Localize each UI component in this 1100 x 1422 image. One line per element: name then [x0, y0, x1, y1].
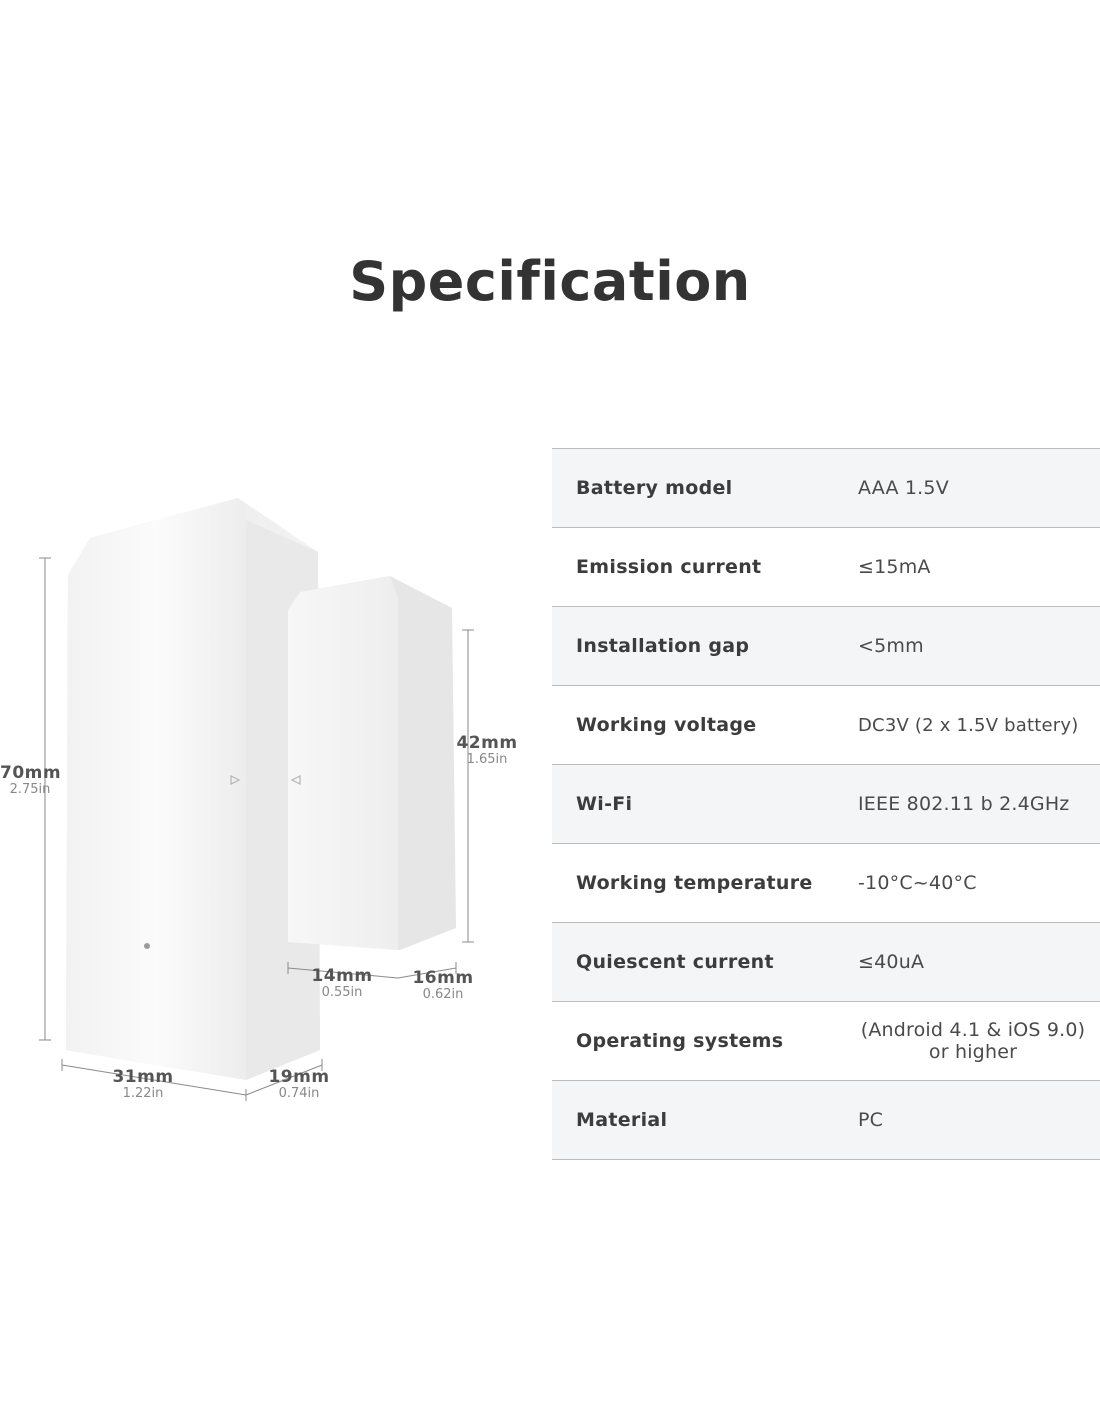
- main-sensor-unit: [66, 498, 320, 1080]
- page-title: Specification: [349, 250, 751, 313]
- spec-row-material: Material PC: [552, 1081, 1100, 1160]
- spec-value: PC: [858, 1109, 884, 1131]
- spec-row-wifi: Wi-Fi IEEE 802.11 b 2.4GHz: [552, 765, 1100, 844]
- spec-row-installation-gap: Installation gap <5mm: [552, 607, 1100, 686]
- spec-label: Operating systems: [576, 1030, 784, 1052]
- spec-row-quiescent-current: Quiescent current ≤40uA: [552, 923, 1100, 1002]
- spec-value: -10°C~40°C: [858, 872, 977, 894]
- dimension-height-magnet: 42mm 1.65in: [452, 733, 522, 767]
- dimension-in: 0.74in: [278, 1085, 320, 1101]
- dimension-in: 0.62in: [422, 986, 464, 1002]
- dimension-mm: 31mm: [112, 1067, 174, 1087]
- magnet-unit: [288, 576, 456, 950]
- spec-label: Emission current: [576, 556, 762, 578]
- dimension-in: 2.75in: [9, 781, 51, 797]
- dimension-mm: 42mm: [456, 733, 518, 753]
- spec-row-emission-current: Emission current ≤15mA: [552, 528, 1100, 607]
- spec-label: Working voltage: [576, 714, 757, 736]
- spec-value: <5mm: [858, 635, 924, 657]
- dimension-lines: [39, 557, 474, 1101]
- spec-value: AAA 1.5V: [858, 477, 949, 499]
- spec-row-battery-model: Battery model AAA 1.5V: [552, 449, 1100, 528]
- spec-label: Installation gap: [576, 635, 750, 657]
- dimension-in: 0.55in: [321, 984, 363, 1000]
- dimension-height-main: 70mm 2.75in: [0, 763, 62, 797]
- spec-value: ≤40uA: [858, 951, 925, 973]
- dimension-width-main: 31mm 1.22in: [108, 1067, 178, 1101]
- spec-row-working-temperature: Working temperature -10°C~40°C: [552, 844, 1100, 923]
- dimension-depth-main: 19mm 0.74in: [264, 1067, 334, 1101]
- dimension-mm: 19mm: [268, 1067, 330, 1087]
- dimension-in: 1.22in: [122, 1085, 164, 1101]
- dimension-depth-magnet: 16mm 0.62in: [408, 968, 478, 1002]
- spec-value: (Android 4.1 & iOS 9.0) or higher: [852, 1002, 1094, 1080]
- spec-value: DC3V (2 x 1.5V battery): [858, 714, 1079, 736]
- spec-label: Battery model: [576, 477, 733, 499]
- spec-label: Material: [576, 1109, 668, 1131]
- spec-value: ≤15mA: [858, 556, 931, 578]
- dimension-mm: 14mm: [311, 966, 373, 986]
- spec-label: Quiescent current: [576, 951, 774, 973]
- dimension-in: 1.65in: [466, 751, 508, 767]
- product-illustration: 70mm 2.75in 42mm 1.65in 31mm 1.22in 19mm…: [0, 480, 540, 1130]
- spec-value-line-1: (Android 4.1 & iOS 9.0): [860, 1019, 1086, 1041]
- spec-row-operating-systems: Operating systems (Android 4.1 & iOS 9.0…: [552, 1002, 1100, 1081]
- spec-row-working-voltage: Working voltage DC3V (2 x 1.5V battery): [552, 686, 1100, 765]
- spec-value-line-2: or higher: [928, 1041, 1018, 1063]
- dimension-mm: 70mm: [0, 763, 62, 783]
- spec-label: Wi-Fi: [576, 793, 633, 815]
- spec-table: Battery model AAA 1.5V Emission current …: [552, 448, 1100, 1160]
- spec-label: Working temperature: [576, 872, 813, 894]
- dimension-width-magnet: 14mm 0.55in: [307, 966, 377, 1000]
- spec-value: IEEE 802.11 b 2.4GHz: [858, 793, 1070, 815]
- dimension-mm: 16mm: [412, 968, 474, 988]
